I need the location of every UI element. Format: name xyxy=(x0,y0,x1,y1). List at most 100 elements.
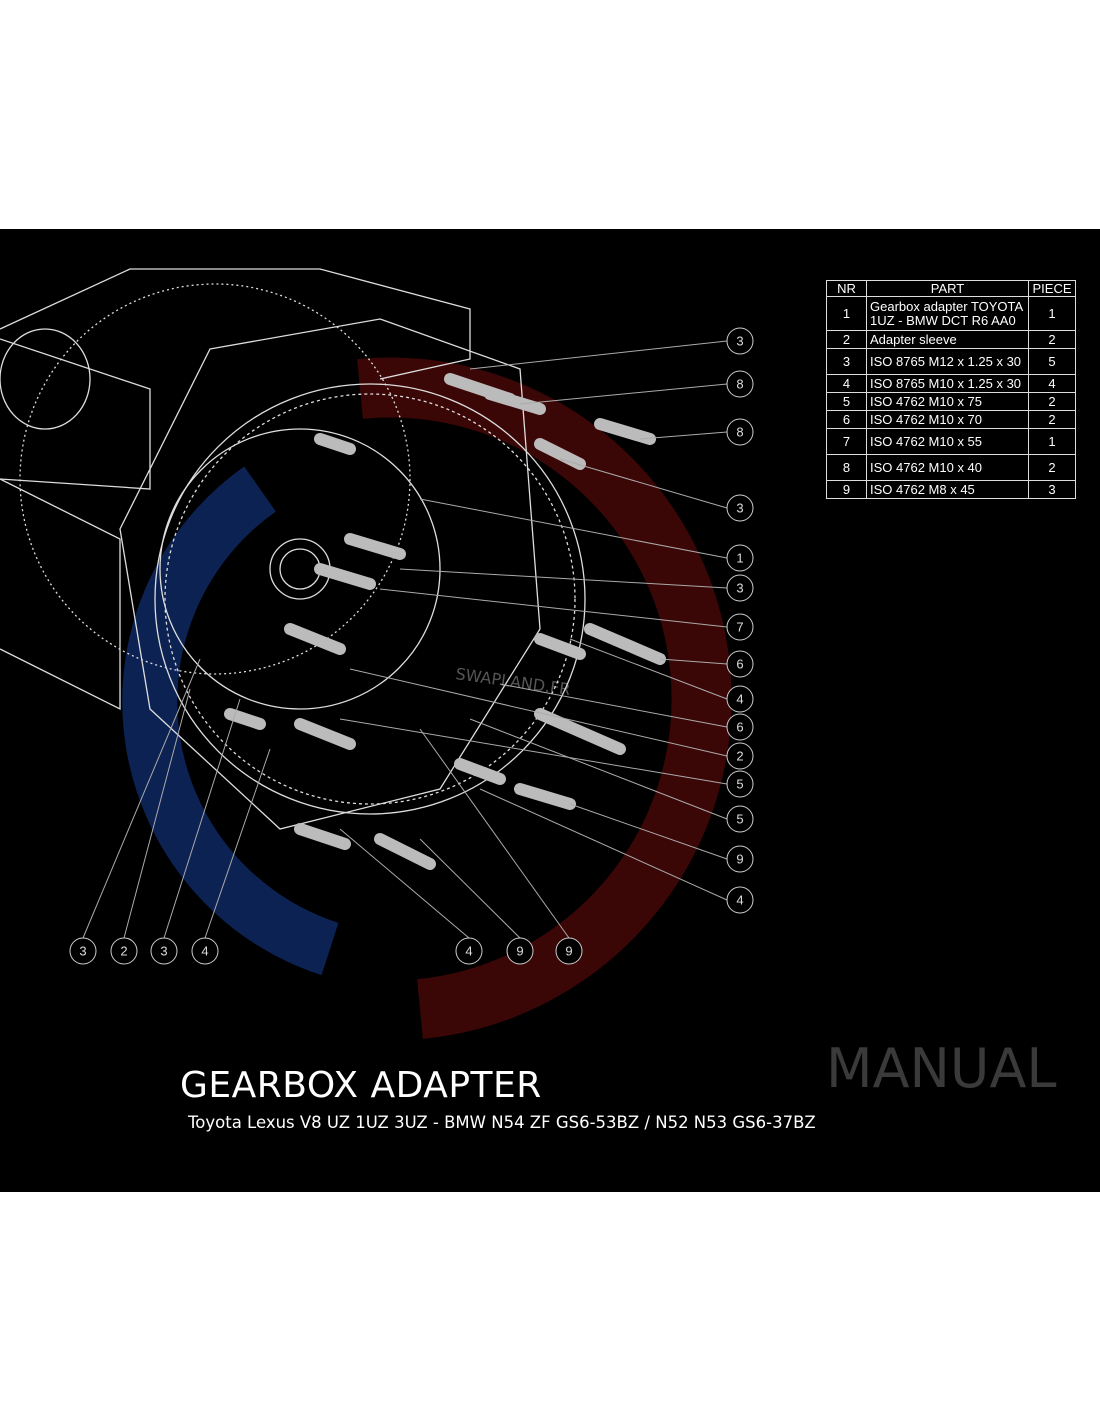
callout-circle xyxy=(726,574,754,602)
callout-circle xyxy=(455,937,483,965)
callout-number: 6 xyxy=(736,657,743,672)
callout-circle xyxy=(726,713,754,741)
bolt xyxy=(454,758,506,785)
leader-line xyxy=(519,383,728,405)
cell-part: ISO 4762 M10 x 40 xyxy=(866,454,1029,481)
cell-piece: 4 xyxy=(1028,374,1076,393)
callout-number: 3 xyxy=(736,501,743,516)
cell-nr: 9 xyxy=(826,480,867,499)
callout-number: 8 xyxy=(736,425,743,440)
callout-circle xyxy=(69,937,97,965)
cell-part: ISO 4762 M10 x 55 xyxy=(866,428,1029,455)
callout-circle xyxy=(110,937,138,965)
bolt xyxy=(314,433,356,455)
cell-piece: 1 xyxy=(1028,296,1076,331)
callout-number: 9 xyxy=(516,944,523,959)
bolt xyxy=(514,783,576,810)
cell-piece: 1 xyxy=(1028,428,1076,455)
cell-nr: 8 xyxy=(826,454,867,481)
leader-lines xyxy=(82,340,728,939)
callout-number: 4 xyxy=(201,944,208,959)
bolt xyxy=(294,718,356,750)
callout-number: 4 xyxy=(736,893,743,908)
bolt xyxy=(314,563,376,590)
cell-nr: 1 xyxy=(826,296,867,331)
leader-line xyxy=(559,458,728,509)
cell-piece: 3 xyxy=(1028,480,1076,499)
callout-number: 3 xyxy=(79,944,86,959)
leader-line xyxy=(639,431,728,440)
callout-number: 3 xyxy=(736,581,743,596)
cell-piece: 2 xyxy=(1028,330,1076,349)
cell-part: Gearbox adapter TOYOTA 1UZ - BMW DCT R6 … xyxy=(866,296,1029,331)
bolt xyxy=(294,823,351,850)
callout-number: 4 xyxy=(736,692,743,707)
callout-circle xyxy=(726,886,754,914)
callout-number: 9 xyxy=(736,852,743,867)
callout-number: 7 xyxy=(736,620,743,635)
callout-number: 5 xyxy=(736,812,743,827)
callout-number: 8 xyxy=(736,377,743,392)
leader-line xyxy=(123,688,191,939)
bolt xyxy=(284,623,346,655)
leader-line xyxy=(419,838,521,939)
callout-number: 3 xyxy=(736,334,743,349)
callout-circle xyxy=(726,650,754,678)
callout-number: 9 xyxy=(565,944,572,959)
bolt xyxy=(374,833,436,870)
page-title: GEARBOX ADAPTER xyxy=(180,1065,542,1106)
leader-line xyxy=(479,788,728,901)
leader-line xyxy=(569,638,728,700)
header-piece: PIECE xyxy=(1028,280,1076,297)
callout-circle xyxy=(726,685,754,713)
cell-part: ISO 8765 M12 x 1.25 x 30 xyxy=(866,348,1029,375)
cell-piece: 2 xyxy=(1028,454,1076,481)
leader-line xyxy=(499,683,728,728)
callout-circle xyxy=(726,327,754,355)
cell-piece: 2 xyxy=(1028,410,1076,429)
leader-line xyxy=(569,803,728,860)
leader-line xyxy=(82,658,201,939)
callout-number: 4 xyxy=(465,944,472,959)
callout-circle xyxy=(555,937,583,965)
leader-line xyxy=(419,498,728,559)
leader-line xyxy=(349,668,728,757)
leader-line xyxy=(339,828,470,939)
cell-nr: 4 xyxy=(826,374,867,393)
callout-circle xyxy=(726,418,754,446)
page-subtitle: Toyota Lexus V8 UZ 1UZ 3UZ - BMW N54 ZF … xyxy=(188,1113,816,1132)
callout-circle xyxy=(726,613,754,641)
cell-nr: 7 xyxy=(826,428,867,455)
bolt xyxy=(344,533,406,560)
cell-nr: 2 xyxy=(826,330,867,349)
bolt xyxy=(534,438,586,470)
bolt xyxy=(594,418,656,445)
callout-circle xyxy=(726,742,754,770)
leader-line xyxy=(379,588,728,628)
callout-circle xyxy=(726,544,754,572)
leader-line xyxy=(339,718,728,785)
bolts xyxy=(224,373,666,870)
bolt xyxy=(534,633,586,660)
callout-circle xyxy=(726,845,754,873)
leader-line xyxy=(204,748,271,939)
callout-circle xyxy=(150,937,178,965)
leader-line xyxy=(659,658,728,665)
cell-nr: 3 xyxy=(826,348,867,375)
callout-number: 5 xyxy=(736,777,743,792)
bolt xyxy=(484,388,546,415)
bolt xyxy=(534,708,626,755)
cell-piece: 5 xyxy=(1028,348,1076,375)
